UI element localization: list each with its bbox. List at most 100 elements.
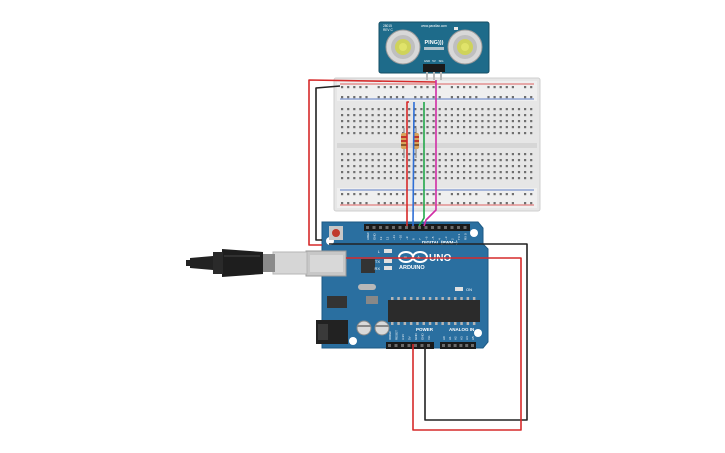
breadboard-hole	[487, 193, 490, 196]
pin-label: RESET	[395, 330, 399, 340]
breadboard-hole	[517, 120, 521, 123]
breadboard-hole	[493, 159, 496, 162]
wires[interactable]	[308, 79, 528, 431]
breadboard-hole	[371, 120, 374, 123]
breadboard-hole	[408, 120, 411, 123]
chip-leg	[466, 297, 470, 300]
sensor-pin-5v: 5V	[432, 59, 436, 63]
breadboard-hole	[383, 202, 386, 205]
breadboard-hole	[414, 159, 417, 162]
breadboard-hole	[450, 114, 453, 117]
breadboard-hole	[347, 159, 350, 162]
breadboard-hole	[395, 153, 399, 156]
breadboard-hole	[371, 114, 374, 117]
pin-label: 2	[451, 238, 455, 240]
header-pin	[447, 344, 451, 347]
header-pin	[411, 226, 415, 229]
header-pin	[385, 226, 389, 229]
chip-leg	[435, 297, 438, 300]
breadboard-hole	[450, 108, 453, 111]
breadboard-hole	[493, 132, 496, 135]
analog-header[interactable]	[440, 342, 476, 349]
breadboard-hole	[408, 159, 411, 162]
arduino-uno-board[interactable]: L TX RX ON − + UNO ARDUINO DIGITAL (PWM~…	[305, 221, 489, 349]
breadboard-hole	[463, 165, 466, 168]
header-pin	[414, 344, 417, 347]
digital-header[interactable]	[364, 224, 470, 231]
atmega-chip	[388, 300, 480, 322]
breadboard-hole	[377, 193, 380, 196]
resistor-bank[interactable]	[401, 128, 419, 158]
breadboard-hole	[353, 193, 356, 196]
pin-label: 8	[412, 238, 416, 240]
breadboard-hole	[524, 153, 527, 156]
usb-cable[interactable]	[186, 249, 308, 277]
usb-chip	[361, 259, 375, 273]
breadboard-hole	[371, 165, 374, 168]
breadboard-hole	[499, 171, 502, 174]
ping-ultrasonic-sensor[interactable]: www.parallax.com 28015 REV C PING))) GND…	[378, 21, 490, 80]
breadboard-hole	[450, 165, 453, 168]
breadboard-hole	[530, 171, 533, 174]
breadboard-hole	[383, 126, 386, 129]
breadboard-hole	[353, 114, 356, 117]
breadboard-hole	[517, 153, 521, 156]
breadboard-hole	[469, 120, 472, 123]
wire-red-5v-left	[308, 79, 437, 246]
breadboard-hole	[389, 202, 392, 205]
breadboard-hole	[365, 120, 368, 123]
chip-leg	[472, 297, 476, 300]
breadboard-hole	[377, 114, 380, 117]
pin-label: A2	[454, 336, 458, 340]
breadboard-hole	[493, 153, 496, 156]
chip-leg	[397, 297, 400, 300]
breadboard-hole	[469, 153, 472, 156]
breadboard-hole	[341, 177, 344, 180]
breadboard-hole	[420, 202, 423, 205]
breadboard-hole	[383, 132, 386, 135]
breadboard-hole	[426, 120, 429, 123]
pin-label: TX 1	[457, 233, 461, 240]
breadboard-hole	[511, 108, 514, 111]
breadboard-hole	[524, 120, 527, 123]
breadboard-hole	[469, 202, 472, 205]
reset-button[interactable]	[332, 229, 340, 237]
breadboard-hole	[505, 202, 508, 205]
breadboard-hole	[432, 165, 435, 168]
breadboard-hole	[365, 108, 368, 111]
pin-label: ~3	[444, 236, 448, 240]
wire-blue-signal	[412, 101, 415, 227]
digital-header-label: DIGITAL (PWM~)	[422, 240, 458, 245]
breadboard-hole	[456, 126, 460, 129]
breadboard-hole	[450, 193, 453, 196]
breadboard-hole	[505, 159, 508, 162]
breadboard[interactable]	[333, 77, 541, 212]
breadboard-hole	[365, 96, 368, 99]
breadboard-hole	[395, 126, 399, 129]
breadboard-hole	[389, 126, 392, 129]
breadboard-hole	[402, 171, 405, 174]
mounting-hole	[470, 229, 478, 237]
sensor-pin-header[interactable]	[423, 64, 445, 72]
breadboard-hole	[377, 159, 380, 162]
pin-label: 4	[438, 238, 442, 240]
breadboard-hole	[456, 120, 460, 123]
breadboard-hole	[420, 120, 423, 123]
sensor-part-number: 28015	[383, 24, 392, 28]
chip-leg	[441, 322, 444, 325]
breadboard-hole	[402, 86, 405, 89]
breadboard-hole	[475, 96, 478, 99]
chip-leg	[460, 297, 463, 300]
breadboard-hole	[475, 86, 478, 89]
breadboard-hole	[456, 193, 460, 196]
breadboard-hole	[359, 165, 362, 168]
breadboard-hole	[371, 108, 374, 111]
breadboard-hole	[377, 202, 380, 205]
breadboard-hole	[432, 86, 435, 89]
breadboard-hole	[456, 96, 460, 99]
breadboard-hole	[353, 86, 356, 89]
chip-leg	[466, 322, 470, 325]
breadboard-hole	[438, 126, 441, 129]
breadboard-hole	[487, 126, 490, 129]
breadboard-hole	[426, 126, 429, 129]
